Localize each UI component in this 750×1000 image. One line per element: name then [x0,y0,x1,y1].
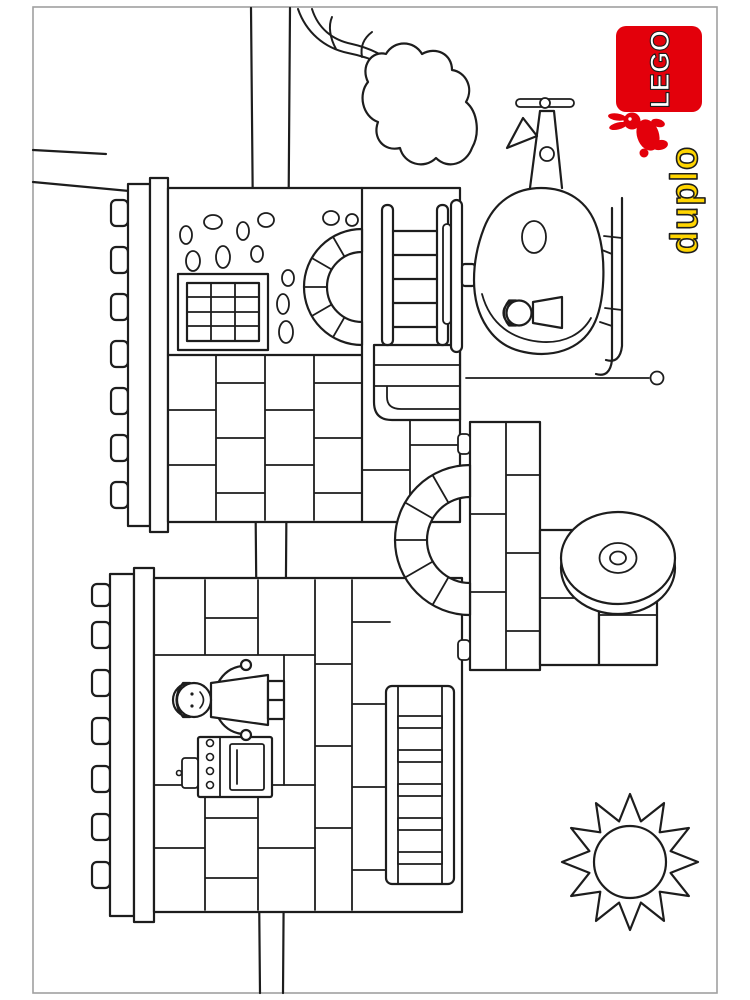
step-block [372,343,462,422]
lego-logo-box [616,26,702,112]
lego-logo-text: LEGO [645,30,675,109]
scene: LEGO duplo [31,6,707,995]
roof-slab [108,572,136,918]
pilot-figure [502,295,564,330]
helicopter-body [472,186,605,356]
duplo-figure [171,658,286,742]
fence [384,684,456,886]
roof-lip [148,176,170,534]
roof-lip [132,566,156,924]
round-plate [559,510,677,616]
duplo-rabbit-icon [608,112,668,158]
duplo-house-building [90,566,464,924]
winch-line [465,370,665,386]
lego-logo: LEGO [616,26,702,112]
tail-fin [505,116,539,150]
stone-texture [179,210,359,344]
side-window [521,220,547,254]
brick-archway [393,420,659,672]
sun [560,792,700,932]
pot [181,757,199,789]
jail-window [176,272,270,352]
helicopter-rotor [442,198,477,354]
sun-rays [560,792,700,932]
arch-slab [468,420,542,672]
figure-head [175,681,213,719]
tail-boom [505,97,575,190]
duplo-logo: duplo [608,112,707,255]
duplo-logo-text: duplo [664,146,706,254]
stone-station-building [109,176,462,534]
page-border [32,6,718,994]
figure-cap [171,681,192,719]
windshield [481,293,592,343]
cloud [361,42,478,166]
stone-archway [302,227,364,347]
oven [175,735,274,799]
landing-skids [594,196,624,376]
helicopter [442,97,665,386]
sun-core [592,824,668,900]
roof-slab [126,182,152,528]
